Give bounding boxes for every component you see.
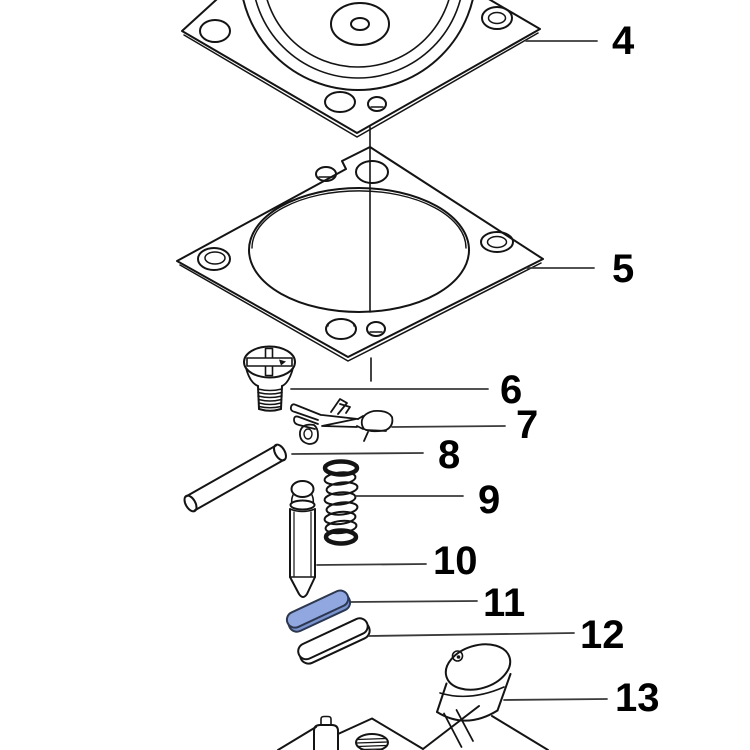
part-label-7: 7 bbox=[516, 403, 539, 447]
part-label-12: 12 bbox=[580, 613, 625, 657]
corner-hole bbox=[324, 91, 356, 113]
part-8-hinge-pin bbox=[183, 443, 287, 513]
lever-pad bbox=[360, 409, 394, 433]
part-label-10: 10 bbox=[433, 539, 478, 583]
part-12-screen-retainer bbox=[297, 617, 371, 665]
part-11-inlet-screen-highlighted bbox=[285, 589, 352, 633]
bore-opening bbox=[248, 187, 470, 313]
part-5-gasket bbox=[176, 146, 544, 362]
linework bbox=[176, 0, 549, 750]
leader-line-8 bbox=[291, 452, 424, 455]
part-9-spring bbox=[322, 459, 360, 546]
lever-pivot bbox=[299, 423, 319, 445]
part-label-8: 8 bbox=[438, 433, 461, 477]
part-label-6: 6 bbox=[500, 368, 523, 412]
corner-hole bbox=[197, 247, 231, 271]
carburetor-body bbox=[277, 705, 549, 750]
lever-fork bbox=[289, 403, 322, 421]
corner-hole bbox=[480, 231, 514, 253]
part-10-inlet-needle bbox=[289, 480, 316, 598]
corner-hole bbox=[199, 19, 231, 43]
leader-line-11 bbox=[350, 600, 478, 603]
part-4-diaphragm-plate bbox=[181, 0, 541, 138]
part-7-metering-lever bbox=[289, 398, 394, 445]
part-6-screw bbox=[243, 345, 296, 412]
body-boss bbox=[313, 724, 339, 750]
part-label-4: 4 bbox=[612, 19, 635, 63]
part-label-13: 13 bbox=[615, 676, 660, 720]
part-label-9: 9 bbox=[478, 478, 501, 522]
corner-hole bbox=[481, 6, 513, 30]
leader-line-12 bbox=[368, 632, 575, 637]
part-label-5: 5 bbox=[612, 247, 635, 291]
threaded-hole bbox=[355, 733, 389, 750]
leader-line-10 bbox=[316, 563, 427, 566]
leader-lines bbox=[290, 40, 608, 701]
corner-hole bbox=[355, 160, 389, 184]
needle-tip bbox=[289, 576, 316, 598]
screw-shank bbox=[257, 385, 283, 410]
leader-line-13 bbox=[503, 698, 608, 701]
part-13-pump-cup bbox=[436, 643, 512, 748]
cup-vent-hole bbox=[451, 650, 464, 662]
part-label-11: 11 bbox=[483, 581, 526, 625]
leader-line-7 bbox=[391, 425, 506, 428]
center-boss bbox=[330, 2, 390, 46]
